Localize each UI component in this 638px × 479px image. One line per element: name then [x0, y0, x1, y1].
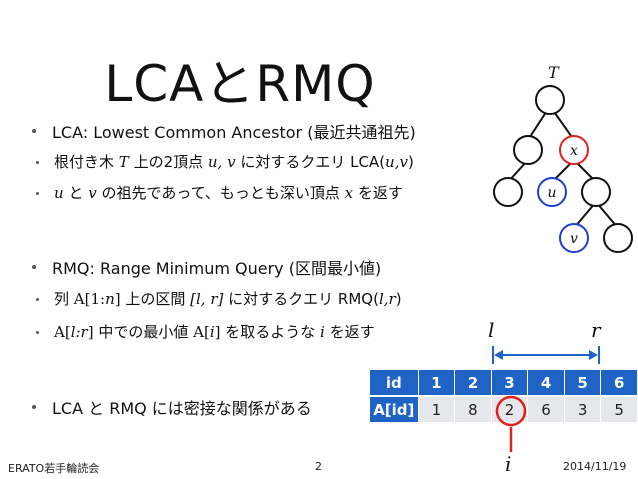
array-table: id 1 2 3 4 5 6 A[id] 1 8 2 6 3 5	[370, 370, 638, 422]
math-A: A[	[193, 323, 210, 341]
array-value-cell: 3	[564, 395, 602, 422]
text-segment: に対するクエリ RMQ(	[223, 290, 379, 308]
tree-node	[493, 177, 523, 207]
text-segment: 上の区間	[120, 290, 191, 308]
math-lr: l:r	[70, 323, 88, 341]
sub-bullet-dot	[36, 161, 39, 164]
tree-diagram: T x u v	[493, 63, 633, 253]
array-value-cell: 1	[418, 395, 456, 422]
relation-statement: LCA と RMQ には密接な関係がある	[52, 399, 312, 418]
rmq-sub-2: A[l:r] 中での最小値 A[i] を取るような i を返す	[54, 321, 375, 342]
page-number: 2	[315, 460, 322, 473]
array-value-row: A[id] 1 8 2 6 3 5	[370, 395, 638, 422]
text-segment: 中での最小値	[93, 323, 194, 341]
text-segment: と	[63, 184, 89, 202]
rmq-sub-1: 列 A[1:n] 上の区間 [l, r] に対するクエリ RMQ(l,r)	[54, 288, 402, 309]
math-v: v	[88, 184, 97, 202]
footer-date: 2014/11/19	[563, 460, 627, 473]
math-lr: [l, r]	[190, 290, 224, 308]
lca-definition: LCA: Lowest Common Ancestor (最近共通祖先)	[52, 123, 416, 142]
array-value-cell: 8	[454, 395, 492, 422]
math-bracket: ]	[214, 323, 221, 341]
sub-bullet-dot	[36, 192, 39, 195]
array-id-cell: 5	[564, 370, 602, 396]
bullet-dot	[32, 129, 36, 133]
math-bracket: ]	[114, 290, 121, 308]
math-u: u	[54, 184, 64, 202]
math-args: u,v	[385, 153, 408, 171]
tree-label-T: T	[548, 63, 560, 82]
tree-node-x	[559, 135, 589, 165]
tree-label-x: x	[570, 143, 578, 159]
text-segment: 列	[54, 290, 74, 308]
text-segment: の祖先であって、もっとも深い頂点	[96, 184, 345, 202]
range-arrowhead-left	[494, 350, 503, 360]
math-A: A[	[54, 323, 71, 341]
math-i: i	[320, 323, 325, 341]
text-segment: を返す	[353, 184, 403, 202]
minimum-circle	[495, 395, 527, 427]
text-segment: を取るような	[220, 323, 321, 341]
array-id-cell: 2	[454, 370, 492, 396]
array-value-label: A[id]	[370, 395, 419, 422]
bullet-dot	[32, 265, 36, 269]
sub-bullet-dot	[36, 331, 39, 334]
lca-sub-2: u と v の祖先であって、もっとも深い頂点 x を返す	[54, 182, 403, 203]
tree-node	[603, 223, 633, 253]
math-i: i	[209, 323, 215, 341]
array-header-label: id	[370, 370, 419, 396]
footer-left: ERATO若手輪読会	[8, 462, 100, 475]
text-segment: )	[407, 153, 414, 171]
tree-label-v: v	[570, 231, 578, 247]
tree-node-u	[537, 177, 567, 207]
array-id-cell: 1	[418, 370, 456, 396]
math-A: A[1:	[73, 290, 106, 308]
array-id-cell: 6	[600, 370, 638, 396]
pointer-label-i: i	[505, 452, 512, 476]
lca-sub-1: 根付き木 T 上の2頂点 u, v に対するクエリ LCA(u,v)	[54, 151, 414, 172]
array-id-cell: 4	[527, 370, 565, 396]
rmq-definition: RMQ: Range Minimum Query (区間最小値)	[52, 259, 382, 278]
math-uv: u, v	[207, 153, 236, 171]
minimum-pointer	[495, 395, 527, 452]
tree-node	[581, 177, 611, 207]
range-arrowhead-right	[589, 350, 598, 360]
math-args: l,r	[378, 290, 396, 308]
range-label-l: l	[488, 318, 495, 342]
text-segment: )	[395, 290, 402, 308]
slide-title: LCAとRMQ	[104, 55, 376, 113]
array-id-cell: 3	[491, 370, 529, 396]
sub-bullet-dot	[36, 298, 39, 301]
array-value-cell: 6	[527, 395, 565, 422]
math-T: T	[118, 153, 129, 171]
array-header-row: id 1 2 3 4 5 6	[370, 370, 638, 396]
text-segment: 上の2頂点	[128, 153, 208, 171]
text-segment: 根付き木	[54, 153, 119, 171]
range-label-r: r	[591, 318, 601, 342]
tree-node-root	[535, 85, 565, 115]
array-value-cell: 5	[600, 395, 638, 422]
tree-label-u: u	[547, 185, 556, 201]
text-segment: を返す	[324, 323, 375, 341]
math-x: x	[344, 184, 354, 202]
bullet-dot	[32, 405, 36, 409]
tree-node	[513, 135, 543, 165]
math-n: n	[105, 290, 115, 308]
math-bracket: ]	[87, 323, 94, 341]
tree-edges	[507, 105, 619, 229]
range-arrow	[492, 346, 600, 364]
tree-node-v	[559, 223, 589, 253]
text-segment: に対するクエリ LCA(	[235, 153, 386, 171]
